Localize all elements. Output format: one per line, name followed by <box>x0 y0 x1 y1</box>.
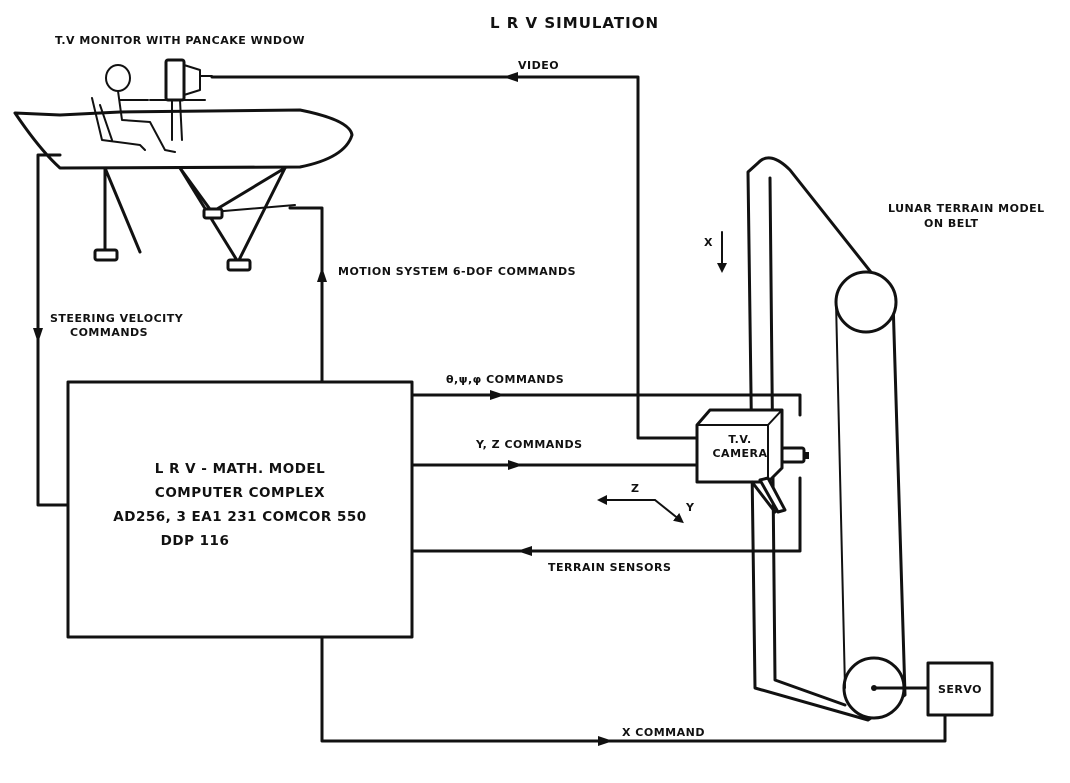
computer-complex-box <box>66 380 414 639</box>
motion-label: MOTION SYSTEM 6-DOF COMMANDS <box>338 265 576 278</box>
yz-commands-label: Y, Z COMMANDS <box>475 438 583 451</box>
theta-commands-label: θ,ψ,φ COMMANDS <box>446 373 564 386</box>
computer-line-2: COMPUTER COMPLEX <box>155 485 325 501</box>
motion-arrow <box>317 267 327 282</box>
terrain-model-label-2: ON BELT <box>924 217 978 230</box>
x-command-label: X COMMAND <box>622 726 705 739</box>
operator-figure <box>91 64 206 153</box>
motion-platform <box>13 108 354 272</box>
tv-camera <box>695 408 809 514</box>
video-line <box>210 75 699 440</box>
terrain-sensors-label: TERRAIN SENSORS <box>548 561 671 574</box>
x-command-arrow <box>598 736 613 746</box>
computer-line-3: AD256, 3 EA1 231 COMCOR 550 <box>113 509 366 525</box>
servo-box <box>926 661 994 717</box>
y-axis-label: Y <box>685 501 695 514</box>
theta-arrow <box>490 390 505 400</box>
x-command-line <box>320 635 947 743</box>
steering-arrow <box>33 328 43 343</box>
steering-label-2: COMMANDS <box>70 326 148 339</box>
servo-label: SERVO <box>938 683 982 696</box>
video-arrow <box>503 72 518 82</box>
computer-line-1: L R V - MATH. MODEL <box>155 461 325 477</box>
z-axis-label: Z <box>631 482 639 495</box>
motion-line <box>288 206 324 384</box>
y-axis-arrow <box>654 499 684 524</box>
diagram-title: L R V SIMULATION <box>490 14 659 32</box>
terrain-sensors-line <box>410 476 802 553</box>
steering-label-1: STEERING VELOCITY <box>50 312 184 325</box>
camera-label-2: CAMERA <box>712 447 767 460</box>
video-label: VIDEO <box>518 59 559 72</box>
computer-line-4: DDP 116 <box>161 533 230 549</box>
x-axis-label: X <box>704 236 713 249</box>
steering-line <box>36 153 70 507</box>
tv-monitor <box>164 58 213 102</box>
theta-commands-line <box>410 393 802 417</box>
camera-label-1: T.V. <box>728 433 751 446</box>
terrain-arrow <box>517 546 532 556</box>
monitor-label: T.V MONITOR WITH PANCAKE WNDOW <box>55 34 305 47</box>
yz-arrow <box>508 460 523 470</box>
terrain-model-label-1: LUNAR TERRAIN MODEL <box>888 202 1045 215</box>
